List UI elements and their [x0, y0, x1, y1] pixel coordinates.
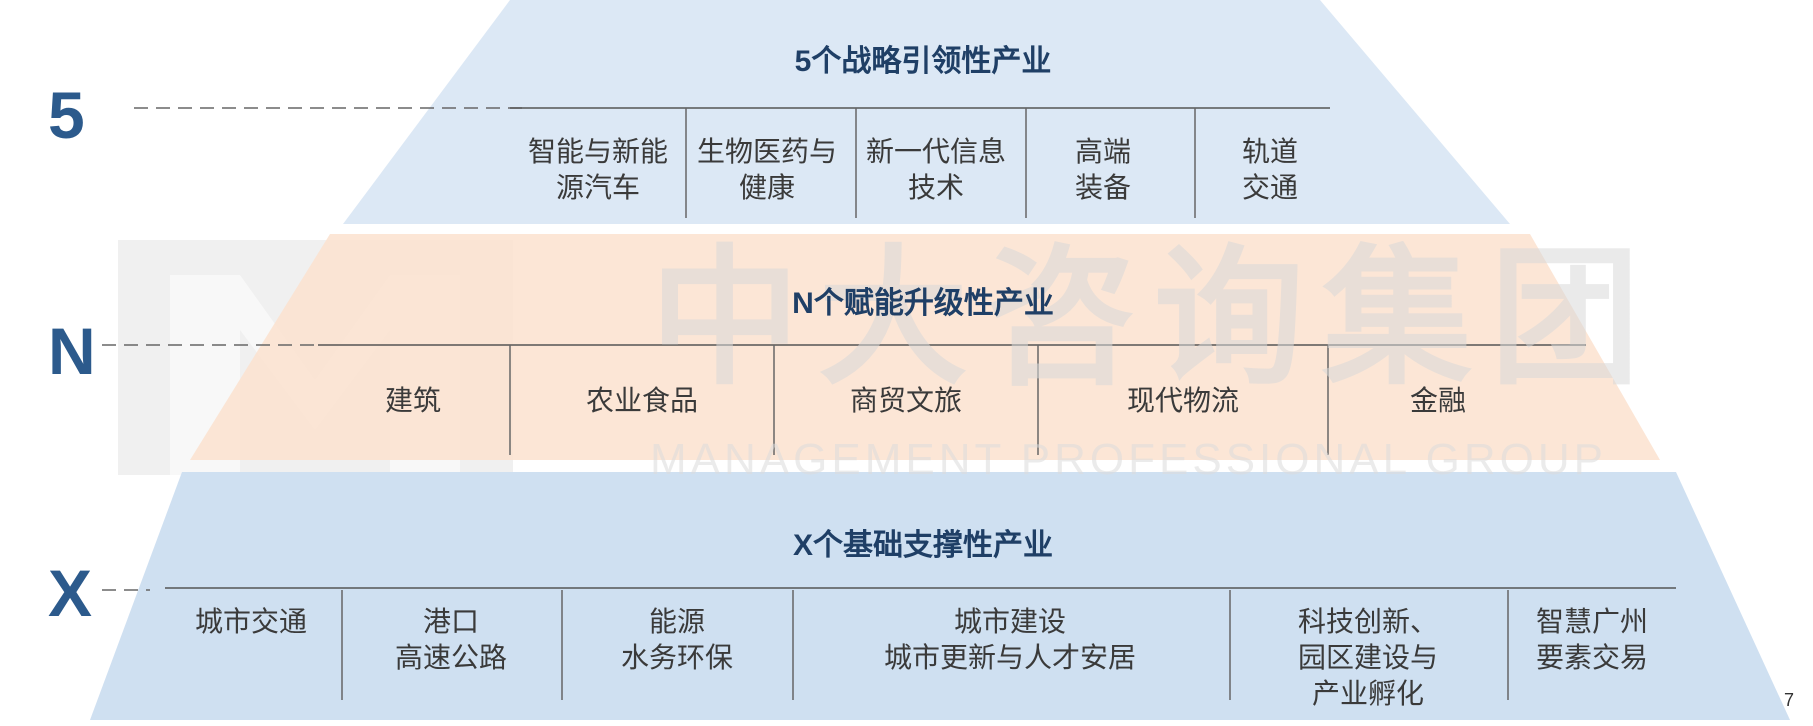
tier-bottom-item: 城市建设 城市更新与人才安居	[883, 606, 1137, 673]
tier-middle-band	[190, 234, 1660, 460]
level-number-5: 5	[48, 78, 85, 152]
tier-top-item: 轨道 交通	[1241, 136, 1299, 203]
tier-top-item: 智能与新能 源汽车	[527, 136, 669, 203]
tier-bottom-columns	[341, 590, 1509, 700]
level-number-x: X	[48, 556, 93, 630]
tier-bottom-item: 能源 水务环保	[620, 606, 734, 673]
tier-middle-title: N个赋能升级性产业	[792, 287, 1054, 320]
tier-bottom-item: 城市交通	[194, 606, 308, 637]
tier-top-title: 5个战略引领性产业	[794, 45, 1052, 78]
tier-bottom-item: 港口 高速公路	[394, 606, 508, 673]
tier-middle-columns	[509, 345, 1329, 455]
page-number: 7	[1784, 690, 1795, 710]
tier-top-item: 生物医药与 健康	[696, 136, 838, 203]
tier-middle-item: 农业食品	[585, 385, 699, 416]
tier-bottom-item: 智慧广州 要素交易	[1535, 606, 1649, 673]
tier-top-item: 高端 装备	[1074, 136, 1132, 203]
tier-middle-item: 商贸文旅	[849, 385, 963, 416]
tier-top-band	[343, 0, 1510, 224]
tier-bottom-title: X个基础支撑性产业	[792, 529, 1054, 562]
tier-bottom-band	[90, 472, 1790, 720]
tier-middle-item: 现代物流	[1126, 385, 1240, 416]
level-number-n: N	[48, 314, 96, 388]
tier-middle-item: 金融	[1409, 385, 1467, 416]
watermark-title: 中大咨询集团	[650, 234, 1659, 402]
tier-top-columns	[685, 108, 1196, 218]
tier-top-item: 新一代信息 技术	[865, 136, 1007, 203]
tier-middle-item: 建筑	[384, 385, 442, 416]
tier-bottom-item: 科技创新、 园区建设与 产业孵化	[1297, 606, 1439, 709]
watermark-subtitle: MANAGEMENT PROFESSIONAL GROUP	[650, 435, 1608, 484]
